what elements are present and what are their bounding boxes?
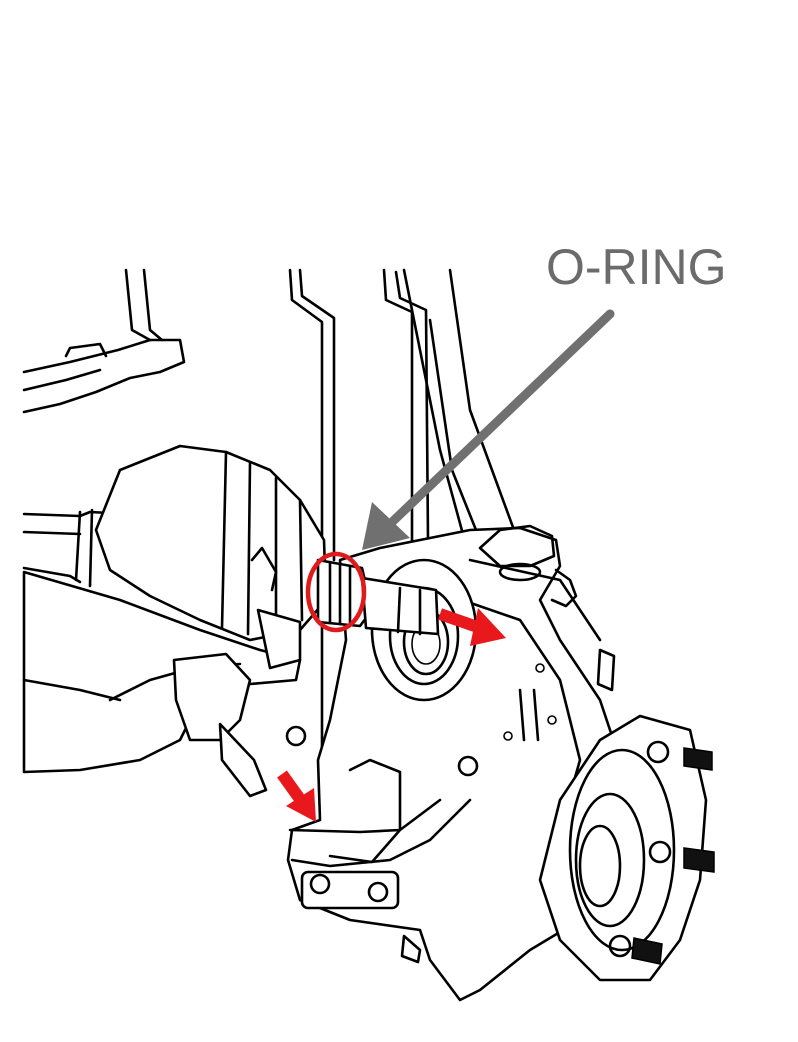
hand-and-tool — [22, 546, 302, 798]
wheel-hub — [538, 714, 715, 982]
lower-pull-arrow — [277, 770, 316, 822]
shaft-pull-arrow — [438, 608, 506, 646]
cv-axle — [22, 444, 440, 642]
upper-control-arm — [22, 268, 186, 414]
o-ring-highlight-circle — [305, 551, 367, 633]
o-ring-label: O-RING — [546, 239, 727, 295]
callout-arrow — [362, 309, 615, 550]
